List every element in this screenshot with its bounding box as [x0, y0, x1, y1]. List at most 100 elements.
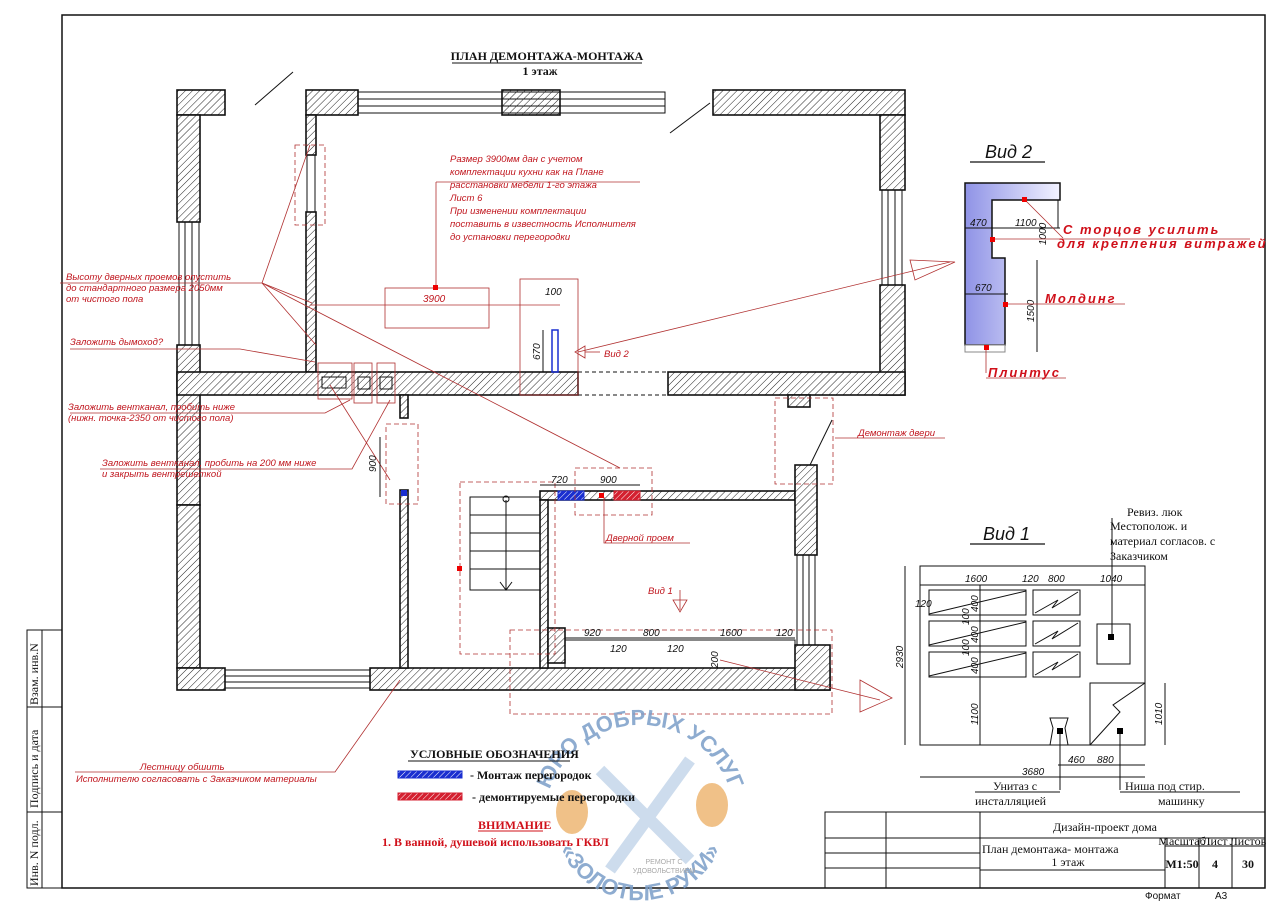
watermark-logo: ЮРО ДОБРЫХ УСЛУГ «ЗОЛОТЫЕ РУКИ» РЕМОНТ С…: [531, 705, 749, 904]
svg-text:Высоту дверных проемов опусти: Высоту дверных проемов опустить: [66, 272, 231, 283]
title-block: Дизайн-проект дома План демонтажа- монта…: [824, 811, 1267, 902]
svg-text:100: 100: [961, 639, 972, 656]
svg-text:расстановки мебели 1-го этажа: расстановки мебели 1-го этажа: [449, 180, 597, 191]
note-chimney: Заложить дымоход?: [70, 337, 164, 348]
note-door-height: Высоту дверных проемов опустить до станд…: [66, 272, 231, 305]
svg-text:до стандартного размера 2050мм: до стандартного размера 2050мм: [66, 283, 223, 294]
svg-text:120: 120: [776, 628, 793, 639]
svg-text:А3: А3: [1215, 891, 1228, 902]
svg-text:470: 470: [970, 218, 987, 229]
svg-text:400: 400: [970, 626, 981, 643]
legend-swatch-demolish: [397, 792, 463, 801]
svg-text:от чистого пола: от чистого пола: [66, 294, 143, 305]
svg-text:Дизайн-проект дома: Дизайн-проект дома: [1053, 820, 1158, 834]
svg-text:880: 880: [1097, 755, 1114, 766]
svg-text:материал согласов. с: материал согласов. с: [1110, 534, 1215, 548]
svg-text:Заложить вентканал, пробить ни: Заложить вентканал, пробить ниже: [68, 402, 235, 413]
svg-text:машинку: машинку: [1158, 794, 1205, 808]
svg-text:2930: 2930: [895, 645, 906, 669]
svg-text:до установки перегородки: до установки перегородки: [450, 232, 571, 243]
annotation-leaders: [60, 144, 956, 773]
svg-text:1040: 1040: [1100, 574, 1123, 585]
note-kitchen: Размер 3900мм дан с учетом комплектации …: [449, 154, 636, 243]
svg-text:120: 120: [667, 644, 684, 655]
svg-text:30: 30: [1242, 857, 1254, 871]
svg-text:УДОВОЛЬСТВИЕМ: УДОВОЛЬСТВИЕМ: [633, 868, 696, 875]
svg-text:комплектации кухни как на План: комплектации кухни как на Плане: [450, 167, 604, 178]
svg-text:670: 670: [975, 283, 992, 294]
svg-text:3680: 3680: [1022, 767, 1045, 778]
svg-text:поставить в известность Исполн: поставить в известность Исполнителя: [450, 219, 636, 230]
svg-text:Ниша под стир.: Ниша под стир.: [1125, 779, 1205, 793]
view-2: Вид 2 470 1100 1000 670 1500 С торцов ус…: [964, 142, 1268, 380]
view-1: Вид 1 1600 120 800 1040 120 400 100: [895, 505, 1240, 808]
svg-text:Подпись и дата: Подпись и дата: [27, 729, 41, 808]
svg-text:Формат: Формат: [1145, 891, 1181, 902]
svg-text:4: 4: [1212, 857, 1218, 871]
svg-text:1100: 1100: [1015, 218, 1037, 229]
legend-item-install: - Монтаж перегородок: [470, 768, 592, 782]
vid1-pointer: Вид 1: [648, 586, 673, 597]
svg-text:для крепления витражей: для крепления витражей: [1057, 236, 1268, 251]
svg-text:Инв. N подл.: Инв. N подл.: [27, 820, 41, 886]
legend: УСЛОВНЫЕ ОБОЗНАЧЕНИЯ - Монтаж перегородо…: [382, 747, 635, 849]
svg-text:инсталляцией: инсталляцией: [975, 794, 1047, 808]
stairs: [469, 495, 541, 591]
svg-text:Размер 3900мм дан с учетом: Размер 3900мм дан с учетом: [450, 154, 583, 165]
svg-text:900: 900: [368, 455, 379, 472]
svg-text:670: 670: [532, 343, 543, 360]
svg-text:Вид 1: Вид 1: [983, 524, 1030, 544]
svg-text:Лестницу обшить: Лестницу обшить: [139, 762, 225, 773]
svg-text:1600: 1600: [965, 574, 988, 585]
svg-text:1100: 1100: [970, 703, 981, 725]
svg-text:3900: 3900: [423, 294, 446, 305]
svg-text:400: 400: [970, 657, 981, 674]
svg-text:1 этаж: 1 этаж: [523, 64, 558, 78]
svg-text:Масштаб: Масштаб: [1158, 834, 1205, 848]
note-vent-2: Заложить вентканал, пробить на 200 мм ни…: [102, 458, 316, 480]
svg-text:и закрыть вентрешеткой: и закрыть вентрешеткой: [102, 469, 222, 480]
svg-text:УСЛОВНЫЕ ОБОЗНАЧЕНИЯ: УСЛОВНЫЕ ОБОЗНАЧЕНИЯ: [410, 747, 579, 761]
svg-text:100: 100: [545, 287, 562, 298]
svg-text:Плинтус: Плинтус: [988, 365, 1061, 380]
svg-text:1010: 1010: [1154, 702, 1165, 725]
svg-text:План демонтажа- монтажа: План демонтажа- монтажа: [982, 842, 1119, 856]
svg-text:920: 920: [584, 628, 601, 639]
svg-text:1. В ванной, душевой использов: 1. В ванной, душевой использовать ГКВЛ: [382, 835, 609, 849]
svg-text:ВНИМАНИЕ: ВНИМАНИЕ: [478, 818, 551, 832]
svg-text:1600: 1600: [720, 628, 743, 639]
svg-text:1000: 1000: [1038, 222, 1049, 245]
svg-text:Исполнителю согласовать с Зака: Исполнителю согласовать с Заказчиком мат…: [76, 774, 317, 785]
svg-text:(нижн. точка-2350 от чистого п: (нижн. точка-2350 от чистого пола): [68, 413, 234, 424]
svg-text:Лист: Лист: [1202, 834, 1228, 848]
svg-text:800: 800: [643, 628, 660, 639]
svg-text:400: 400: [970, 595, 981, 612]
legend-swatch-install: [397, 770, 463, 779]
svg-text:1 этаж: 1 этаж: [1051, 855, 1085, 869]
svg-text:Заложить вентканал, пробить на: Заложить вентканал, пробить на 200 мм ни…: [102, 458, 316, 469]
drawing-title: ПЛАН ДЕМОНТАЖА-МОНТАЖА 1 этаж: [451, 49, 644, 78]
sheet-frame: [61, 14, 1266, 889]
svg-text:Унитаз с: Унитаз с: [993, 779, 1037, 793]
svg-text:720: 720: [551, 475, 568, 486]
svg-text:120: 120: [915, 599, 932, 610]
svg-text:120: 120: [610, 644, 627, 655]
svg-text:Взам. инв.N: Взам. инв.N: [27, 643, 41, 705]
svg-text:Заказчиком: Заказчиком: [1110, 549, 1168, 563]
note-stairs: Лестницу обшить Исполнителю согласовать …: [76, 762, 317, 785]
svg-text:М1:50: М1:50: [1165, 857, 1198, 871]
note-door-demolish: Демонтаж двери: [857, 428, 936, 439]
svg-text:Лист 6: Лист 6: [449, 193, 483, 204]
svg-text:Местополож. и: Местополож. и: [1110, 519, 1188, 533]
note-doorway: Дверной проем: [605, 533, 674, 544]
svg-text:ПЛАН ДЕМОНТАЖА-МОНТАЖА: ПЛАН ДЕМОНТАЖА-МОНТАЖА: [451, 49, 644, 63]
svg-text:При изменении комплектации: При изменении комплектации: [450, 206, 587, 217]
svg-text:1500: 1500: [1026, 299, 1037, 322]
svg-text:РЕМОНТ С: РЕМОНТ С: [646, 859, 683, 866]
svg-text:200: 200: [710, 651, 721, 669]
side-stamp: Взам. инв.N Подпись и дата Инв. N подл.: [26, 629, 63, 889]
svg-text:Листов: Листов: [1230, 834, 1267, 848]
svg-text:900: 900: [600, 475, 617, 486]
svg-text:Молдинг: Молдинг: [1045, 291, 1117, 306]
